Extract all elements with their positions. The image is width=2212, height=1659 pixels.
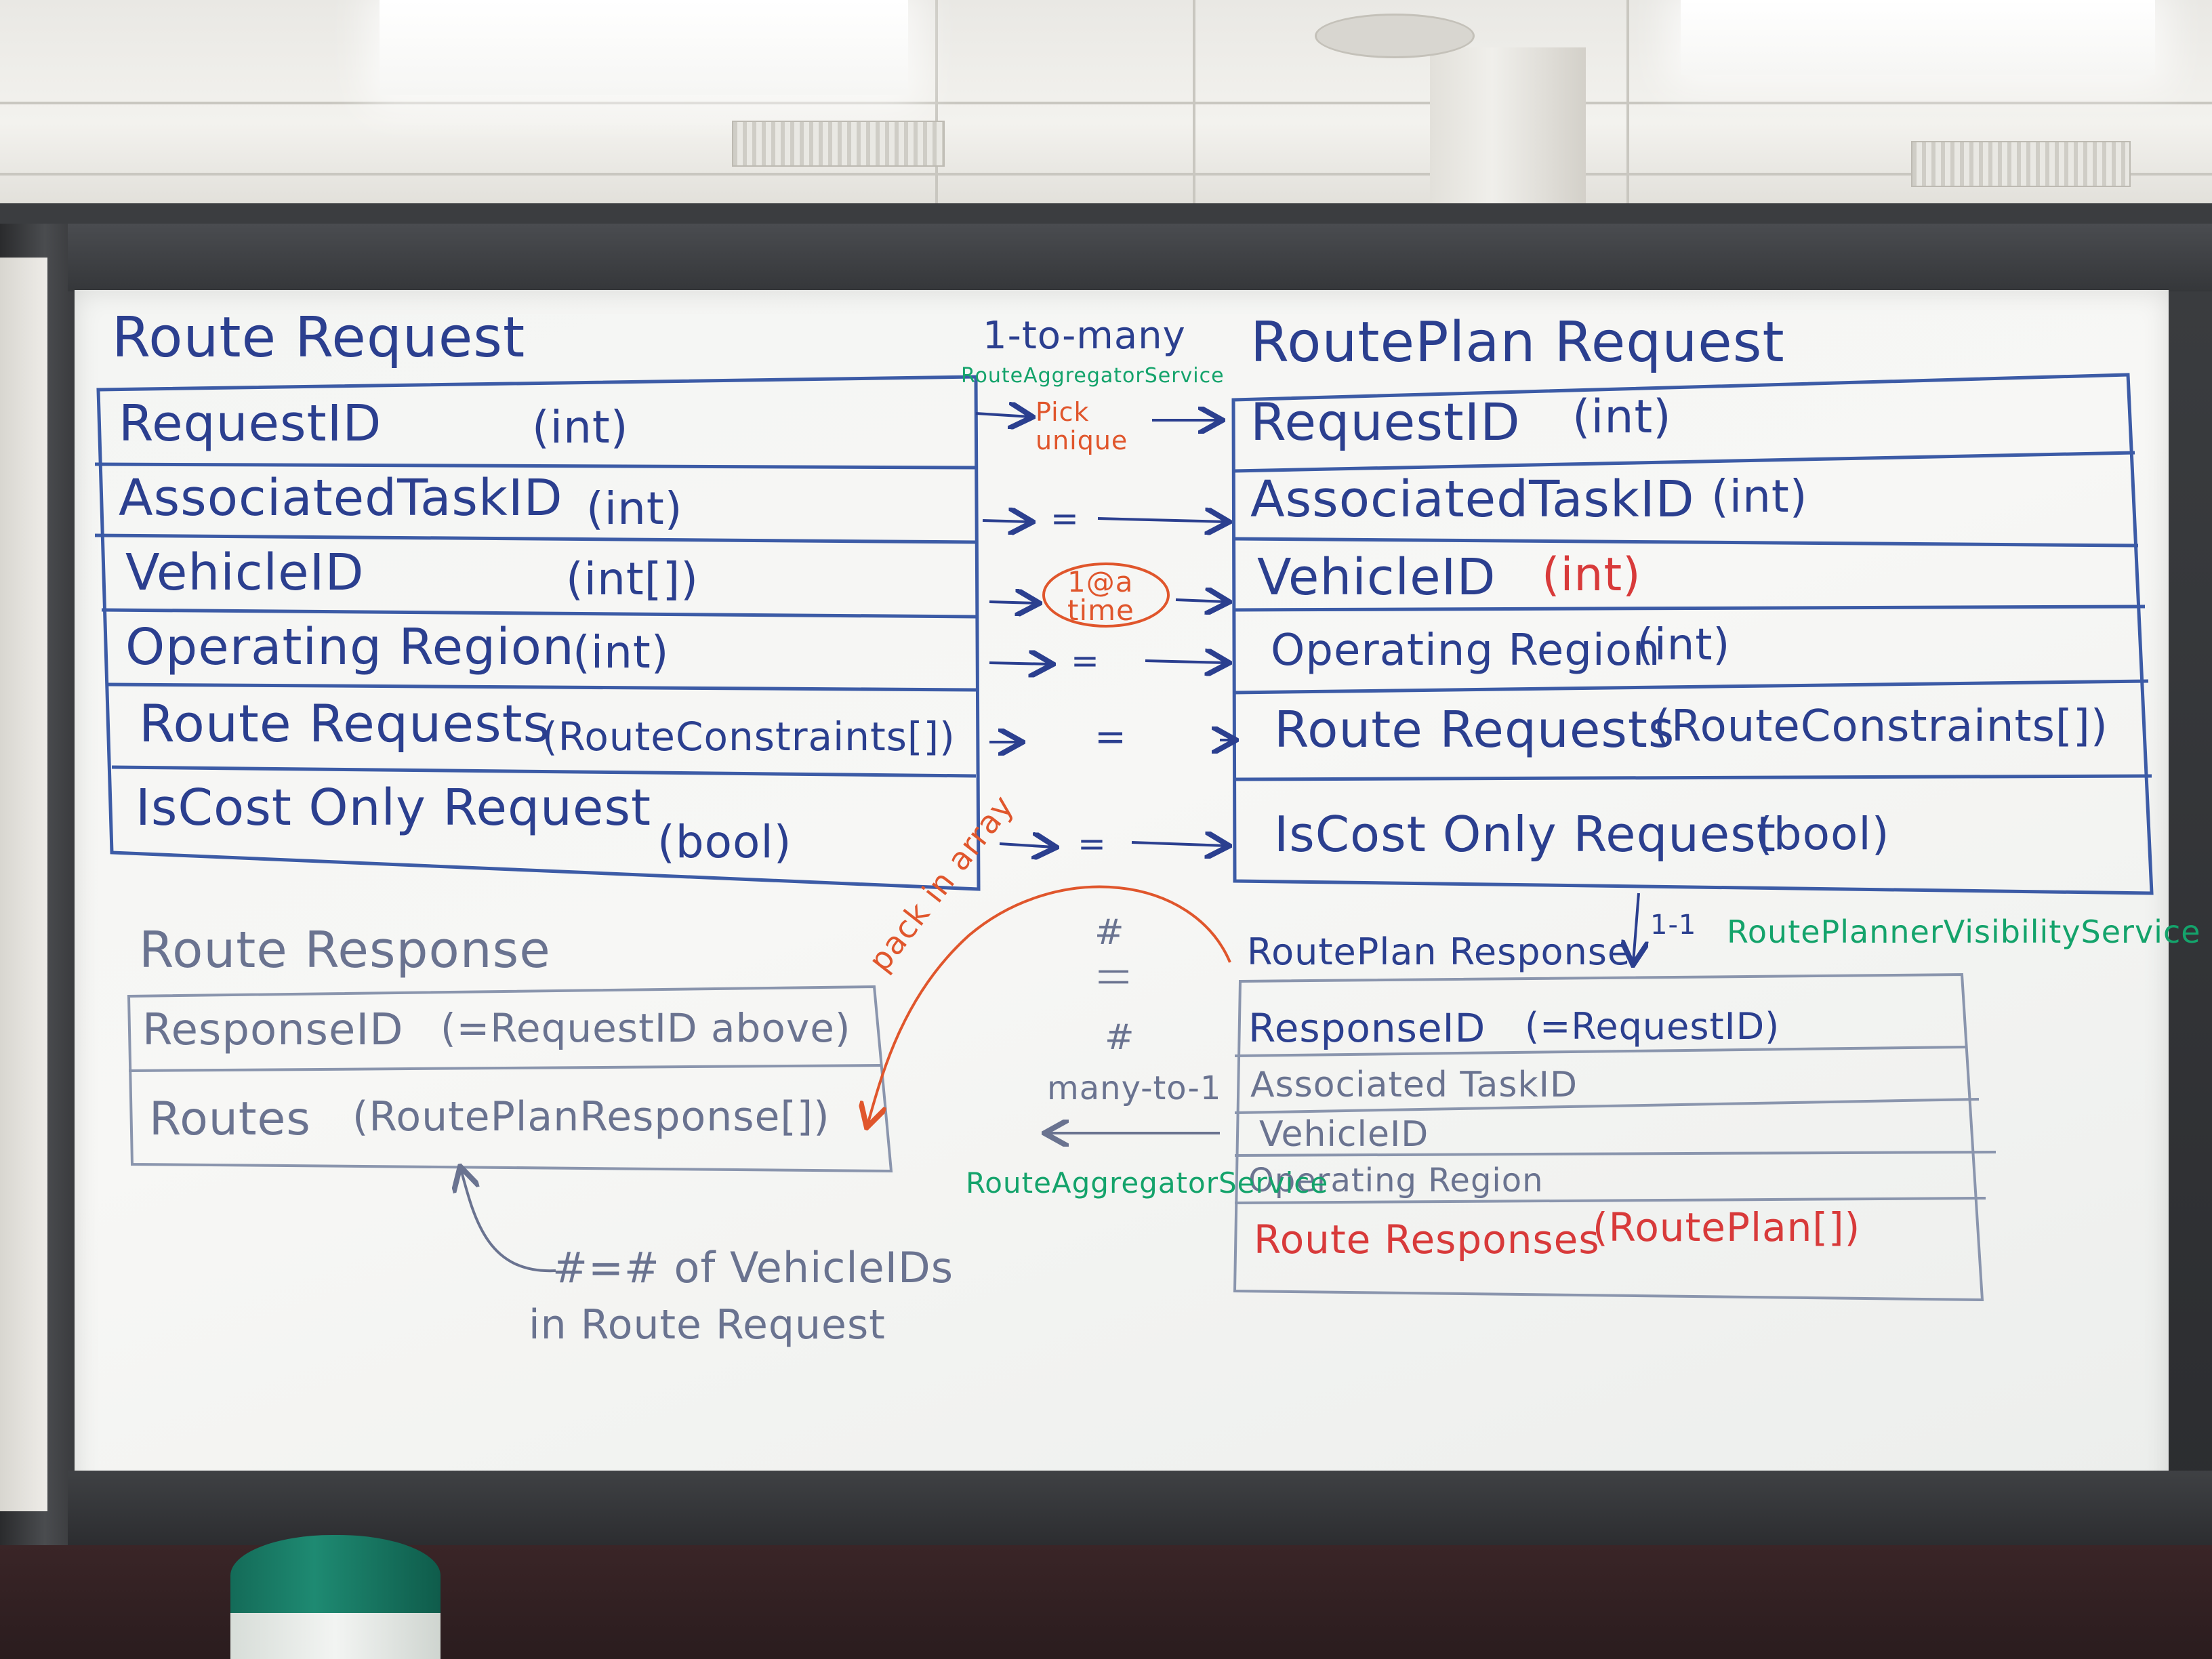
route-response-table-lines [127,985,893,1173]
equals-symbol: || [1098,966,1133,988]
count-hash-bottom: # [1105,1017,1135,1058]
response-arrows [461,1133,1220,1273]
route-aggregator-service-label: RouteAggregatorService [966,1166,1329,1200]
route-request-title: Route Request [112,306,526,370]
one-to-one-label: 1-1 [1650,909,1697,941]
mapping-arrows [975,413,1639,962]
route-plan-request-title: RoutePlan Request [1250,310,1785,375]
route-plan-response-field-name: VehicleID [1259,1114,1429,1155]
route-request-field-type: (RouteConstraints[]) [542,714,956,760]
route-plan-request-field-type: (int) [1572,390,1672,444]
route-request-field-type: (bool) [657,816,792,868]
route-response-title: Route Response [139,921,551,979]
route-request-field-type: (int[]) [566,553,699,605]
ceiling-grid-line [0,173,2212,176]
route-plan-request-field-type: (bool) [1755,808,1890,860]
ceiling-speaker [1315,14,1475,58]
route-plan-request-field-type: (int) [1711,470,1808,523]
route-plan-request-table-lines [1231,373,2154,895]
many-to-one-label: many-to-1 [1047,1069,1222,1107]
adjacent-whiteboard [0,258,47,1511]
ceiling-grid-line [0,102,2212,104]
vehicle-count-note: #=# of VehicleIDs [552,1243,954,1292]
one-to-many-label: 1-to-many [983,314,1186,358]
whiteboard-bottom-rail [68,1471,2212,1545]
pick-unique-label: Pick unique [1036,397,1128,455]
route-response-field-name: Routes [149,1092,311,1146]
route-plan-response-table-lines [1233,972,1996,1302]
route-request-field-name: VehicleID [125,544,365,602]
route-request-table-lines [94,375,981,891]
equals-sign: = [1071,641,1100,680]
equals-sign: = [1094,715,1127,759]
ceiling-grid-line [1626,0,1629,224]
wipes-canister-label [230,1613,441,1659]
route-plan-request-field-name: Operating Region [1271,626,1661,676]
route-plan-response-field-name: Route Responses [1254,1216,1600,1263]
ceiling-vent [732,121,945,167]
route-plan-response-field-name: Associated TaskID [1250,1065,1578,1105]
route-request-field-name: IsCost Only Request [136,779,652,837]
route-plan-request-field-name: IsCost Only Request [1274,806,1776,863]
equals-sign: = [1050,499,1080,538]
route-request-field-name: RequestID [119,394,382,453]
ceiling [0,0,2212,224]
route-plan-request-field-type: (int) [1542,548,1641,602]
route-plan-response-field-type: (=RequestID) [1525,1005,1780,1048]
route-plan-request-field-name: RequestID [1250,392,1521,452]
whiteboard-top-rail [68,224,2212,291]
route-request-field-name: Operating Region [125,618,575,676]
route-plan-request-field-type: (int) [1637,620,1731,670]
route-plan-request-field-type: (RouteConstraints[]) [1654,701,2108,752]
route-request-field-type: (int) [532,401,629,453]
route-aggregator-service-label: RouteAggregatorService [961,364,1225,388]
ceiling-vent [1911,141,2131,187]
route-response-field-type: (=RequestID above) [441,1005,851,1051]
route-plan-request-field-name: VehicleID [1257,548,1496,607]
support-pillar [1430,47,1586,224]
route-plan-response-field-type: (RoutePlan[]) [1593,1204,1861,1250]
route-request-field-name: AssociatedTaskID [119,469,563,527]
ceiling-grid-line [1193,0,1195,224]
route-response-field-name: ResponseID [142,1005,404,1055]
route-request-field-type: (int) [573,626,670,678]
count-hash-top: # [1094,912,1125,953]
route-planner-visibility-service-label: RoutePlannerVisibilityService [1727,914,2201,950]
one-at-a-time-label: 1@a time [1067,565,1134,627]
route-plan-response-field-name: ResponseID [1248,1005,1486,1051]
route-plan-response-title: RoutePlan Response [1247,930,1631,973]
route-plan-response-field-name: Operating Region [1248,1162,1544,1200]
vehicle-count-note: in Route Request [529,1301,886,1349]
ceiling-light [1681,0,2155,75]
route-plan-request-field-name: AssociatedTaskID [1250,470,1695,529]
pack-in-array-arrow [867,562,1231,1125]
route-request-field-name: Route Requests [139,693,551,754]
route-response-field-type: (RoutePlanResponse[]) [352,1093,830,1141]
route-plan-request-field-name: Route Requests [1274,701,1675,759]
whiteboard [75,290,2169,1503]
ceiling-grid-line [935,0,938,224]
equals-sign: = [1078,824,1107,863]
route-request-field-type: (int) [586,483,683,535]
ceiling-light [380,0,908,95]
